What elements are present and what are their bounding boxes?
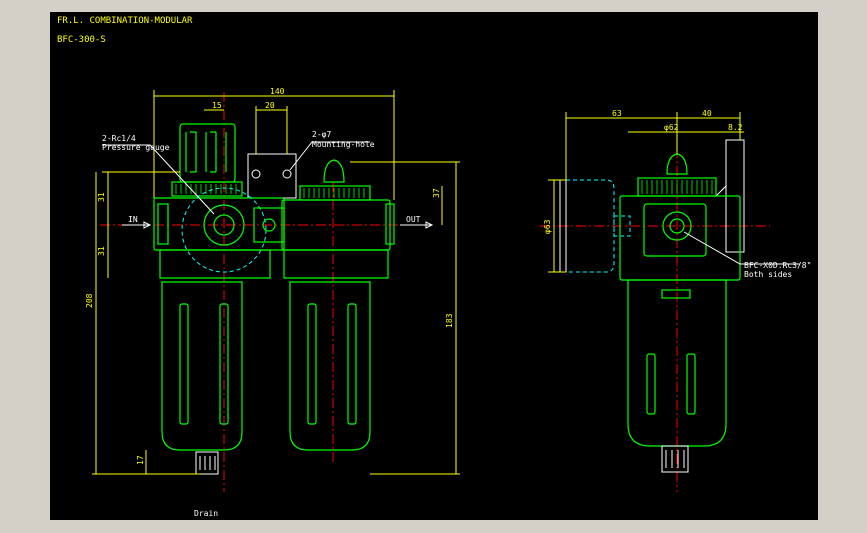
side-drain (661, 445, 689, 473)
mounting-bracket (247, 153, 297, 199)
side-bowl (627, 279, 727, 447)
drain-label: Drain (194, 509, 218, 518)
mount-hole-label: 2-φ7 (312, 130, 331, 139)
filter-bowl (161, 281, 243, 451)
outlet-label: OUT (406, 215, 421, 224)
dim-drain-height: 17 (136, 455, 145, 465)
dim-bowl-dia: φ62 (664, 123, 679, 132)
mount-hole-desc: Mounting-hole (312, 140, 375, 149)
mounting-hole-2 (282, 169, 292, 179)
dim-gauge-dia: φ63 (543, 219, 552, 234)
gauge-port-label: 2-Rc1/4 (102, 134, 136, 143)
side-body (619, 195, 741, 281)
dim-side-small: 8.2 (728, 123, 743, 132)
dim-right-height: 183 (445, 313, 454, 328)
dim-mount-spacing: 20 (265, 101, 275, 110)
oil-fill-cap (323, 159, 345, 183)
dim-side-right: 40 (702, 109, 712, 118)
cad-drawing-area[interactable]: FR.L. COMBINATION-MODULAR BFC-300-S (50, 12, 818, 520)
drain-valve (195, 451, 219, 475)
front-view: Drain 140 15 20 31 31 208 183 37 17 IN (85, 87, 460, 518)
dim-height-lower: 31 (97, 246, 106, 256)
port-spec-label: BFC-X0D.Rc3/8" (744, 261, 811, 270)
filter-regulator-body (153, 187, 285, 279)
model-number: BFC-300-S (57, 35, 106, 45)
dim-top-offset: 37 (432, 188, 441, 198)
dim-total-height: 208 (85, 293, 94, 308)
technical-drawing: FR.L. COMBINATION-MODULAR BFC-300-S (57, 16, 811, 518)
dim-total-width: 140 (270, 87, 285, 96)
side-view: 63 40 φ62 8.2 φ63 BFC-X0D.Rc3/8" Both si… (540, 109, 811, 492)
drawing-title: FR.L. COMBINATION-MODULAR (57, 16, 193, 26)
dim-height-upper: 31 (97, 192, 106, 202)
pressure-gauge-hidden (565, 179, 615, 273)
inlet-label: IN (128, 215, 138, 224)
dim-side-width: 63 (612, 109, 622, 118)
mounting-hole-1 (251, 169, 261, 179)
side-bracket (725, 139, 745, 253)
port-spec-desc: Both sides (744, 270, 792, 279)
dim-gauge-offset: 15 (212, 101, 222, 110)
gauge-port-desc: Pressure gauge (102, 143, 170, 152)
lubricator-bowl (289, 281, 371, 451)
lubricator-body (281, 159, 395, 279)
regulator-knob (171, 123, 243, 197)
